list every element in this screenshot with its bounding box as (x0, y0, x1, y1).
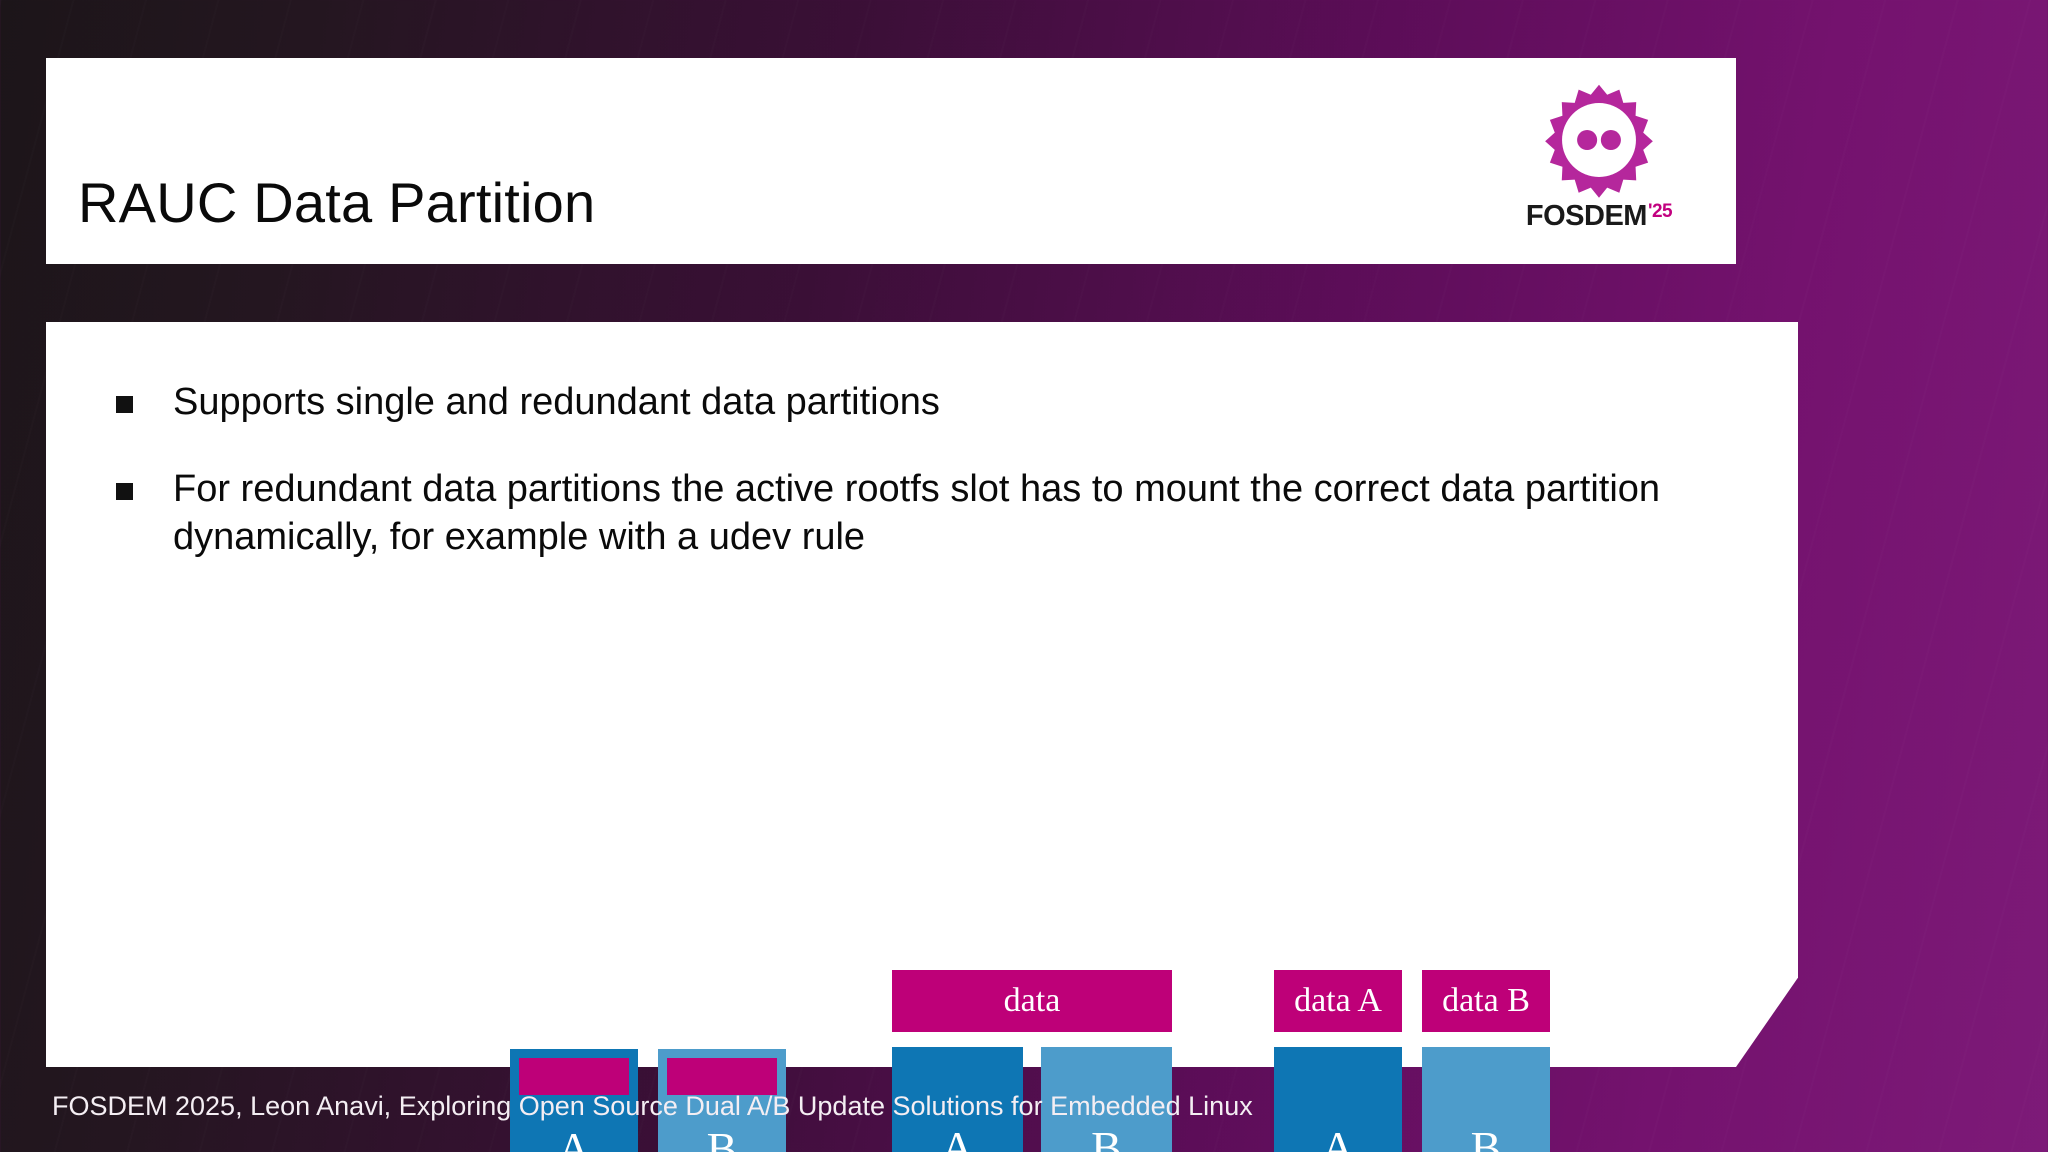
slot-row: A B (1274, 1047, 1550, 1152)
slot-row: A B (892, 1047, 1172, 1152)
slot-a-label: A (940, 1121, 975, 1152)
fosdem-wordmark-text: FOSDEM (1525, 200, 1648, 232)
slot-a-label: A (557, 1122, 591, 1152)
slot-b: B (1041, 1047, 1172, 1152)
slot-a-label: A (1321, 1121, 1355, 1152)
slot-b: B (658, 1049, 786, 1152)
embedded-data-bar-b (667, 1058, 777, 1095)
header-corner-cut (1736, 58, 1798, 264)
bullet-item: Supports single and redundant data parti… (116, 378, 1676, 427)
slide-header-panel: RAUC Data Partition FOSDEM '25 (46, 58, 1736, 264)
data-partition-bar: data (892, 970, 1172, 1032)
slot-a: A (892, 1047, 1023, 1152)
embedded-data-bar-a (519, 1058, 629, 1095)
slot-row: A B (510, 1049, 786, 1152)
data-partition-diagram: A B data in rootfs data A B (466, 942, 1666, 1152)
bullet-text: For redundant data partitions the active… (173, 467, 1661, 559)
bullet-list: Supports single and redundant data parti… (116, 378, 1676, 600)
fosdem-gear-icon (1533, 74, 1665, 206)
fosdem-wordmark: FOSDEM '25 (1525, 200, 1673, 232)
slot-b: B (1422, 1047, 1550, 1152)
fosdem-year-text: '25 (1647, 201, 1673, 222)
slot-b-label: B (1091, 1121, 1122, 1152)
square-bullet-icon (116, 482, 133, 500)
page-title: RAUC Data Partition (78, 171, 596, 234)
slot-a: A (510, 1049, 638, 1152)
square-bullet-icon (116, 396, 133, 413)
bullet-item: For redundant data partitions the active… (116, 465, 1676, 562)
slot-b-label: B (706, 1122, 738, 1152)
data-partition-bar-row: data A data B (1274, 970, 1550, 1032)
data-partition-bar-a: data A (1274, 970, 1402, 1032)
bullet-text: Supports single and redundant data parti… (173, 381, 940, 423)
data-partition-bar-b: data B (1422, 970, 1550, 1032)
slot-b-label: B (1470, 1121, 1502, 1152)
slide-footer: FOSDEM 2025, Leon Anavi, Exploring Open … (52, 1091, 1253, 1121)
slide-body-panel: Supports single and redundant data parti… (46, 322, 1798, 1152)
slot-a: A (1274, 1047, 1402, 1152)
fosdem-logo: FOSDEM '25 (1514, 74, 1684, 250)
body-corner-cut (1736, 322, 1798, 1067)
